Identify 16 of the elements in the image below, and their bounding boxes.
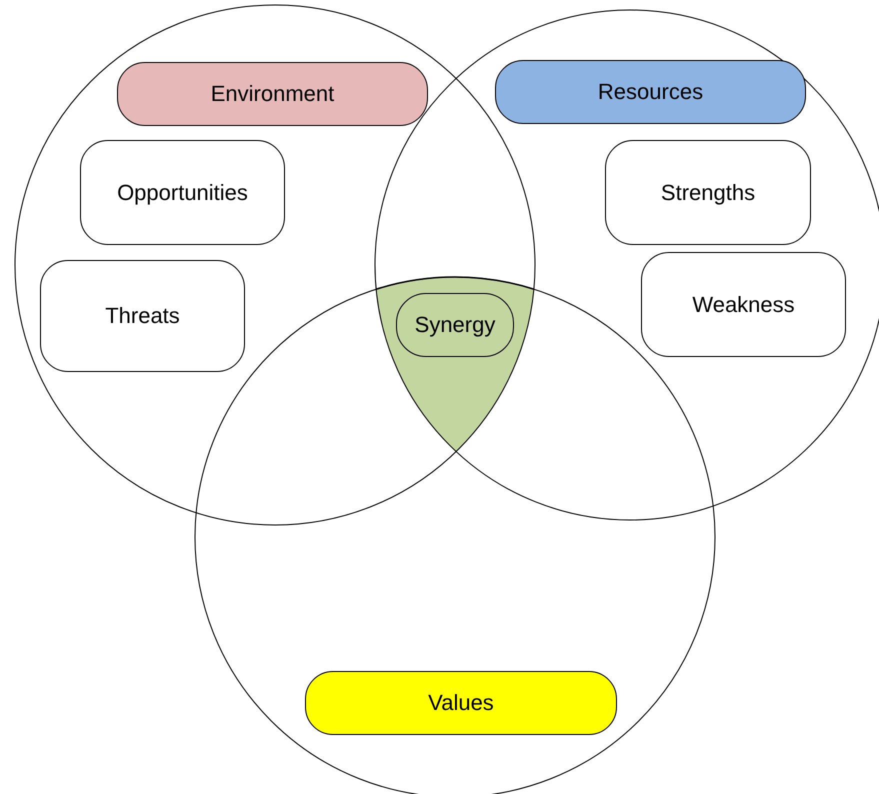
node-label: Weakness xyxy=(692,292,795,318)
factor-box xyxy=(80,140,285,245)
category-pill xyxy=(305,671,617,735)
category-pill xyxy=(495,60,806,124)
factor-box xyxy=(40,260,245,372)
node-label: Threats xyxy=(105,303,180,329)
node-label: Opportunities xyxy=(117,180,248,206)
category-pill xyxy=(117,62,428,126)
node-label: Environment xyxy=(210,81,334,107)
node-label: Strengths xyxy=(660,180,756,206)
node-label: Values xyxy=(428,690,494,716)
factor-box xyxy=(641,252,846,357)
node-label: Synergy xyxy=(414,312,496,338)
node-label: Resources xyxy=(598,79,704,105)
synergy-pill xyxy=(396,293,514,357)
factor-box xyxy=(605,140,811,245)
